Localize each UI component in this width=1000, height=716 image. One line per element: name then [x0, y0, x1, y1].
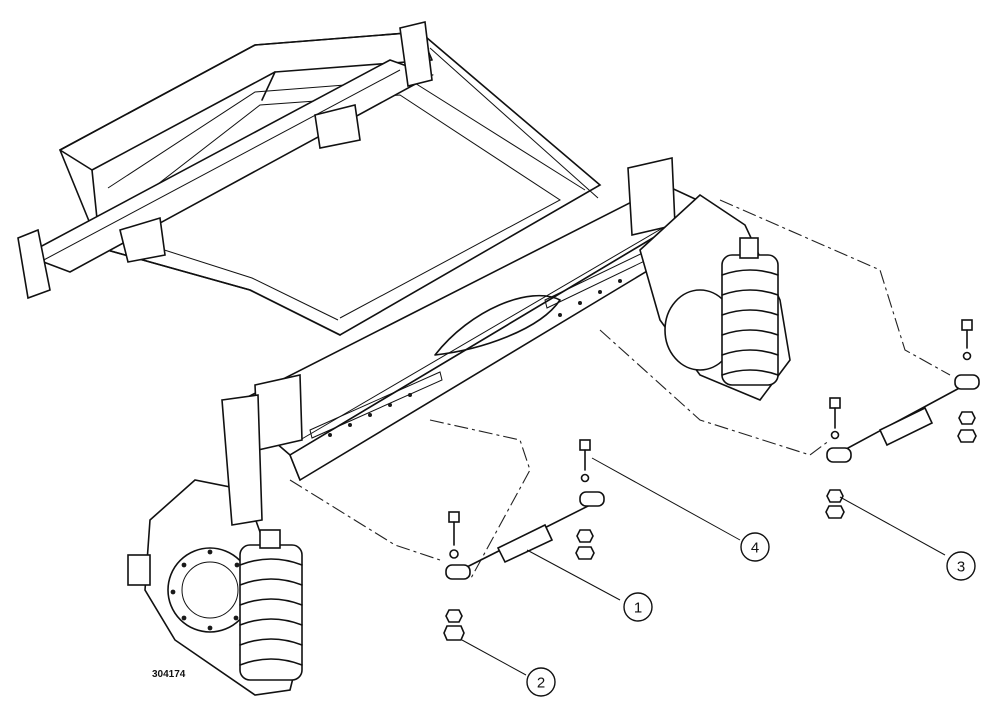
- left-steering-cylinder: [445, 491, 605, 580]
- explosion-guide-lines: [289, 199, 951, 581]
- right-coil-spring: [721, 237, 779, 386]
- right-steering-cylinder: [826, 374, 980, 463]
- chassis-frame: [17, 21, 602, 336]
- svg-text:3: 3: [957, 559, 965, 576]
- drawing-number: 304174: [152, 669, 186, 680]
- right-suspension-assembly: [639, 193, 791, 401]
- left-coil-spring: [239, 529, 303, 681]
- left-bolt-upper: [448, 511, 460, 559]
- left-suspension-assembly: [127, 394, 303, 696]
- callout-1: 1: [623, 592, 653, 622]
- leader-lines: [461, 457, 946, 676]
- callout-2: 2: [526, 667, 556, 697]
- left-bolt-rear: [575, 439, 595, 560]
- right-bolts: [825, 319, 977, 519]
- svg-text:4: 4: [751, 540, 759, 557]
- callout-3: 3: [946, 551, 976, 581]
- callout-4: 4: [740, 532, 770, 562]
- svg-text:2: 2: [537, 675, 545, 692]
- left-nut-lower: [443, 609, 465, 641]
- svg-text:1: 1: [634, 600, 642, 617]
